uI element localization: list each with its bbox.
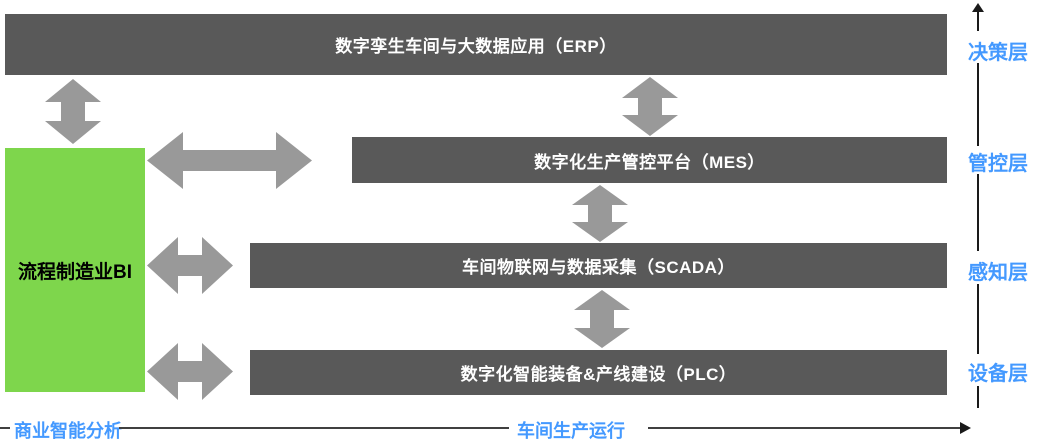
double-arrow-vertical-bi-erp-icon — [45, 79, 101, 144]
bottom-axis-segment — [648, 427, 962, 429]
layer-bar-mes: 数字化生产管控平台（MES） — [352, 137, 947, 183]
bottom-axis-dash — [0, 427, 10, 429]
axis-label-device: 设备层 — [968, 363, 1028, 385]
layer-bar-plc: 数字化智能装备&产线建设（PLC） — [250, 350, 947, 395]
bottom-label-bi-analysis: 商业智能分析 — [14, 421, 122, 440]
bottom-axis-segment — [119, 427, 509, 429]
bi-box: 流程制造业BI — [5, 148, 145, 392]
bi-box-label: 流程制造业BI — [17, 261, 132, 283]
axis-label-perception: 感知层 — [968, 262, 1028, 284]
bottom-label-workshop-operation: 车间生产运行 — [517, 421, 625, 440]
double-arrow-vertical-erp-mes-icon — [622, 77, 678, 136]
double-arrow-vertical-mes-scada-icon — [572, 185, 628, 242]
layer-bar-scada: 车间物联网与数据采集（SCADA） — [250, 243, 947, 288]
axis-label-control: 管控层 — [968, 153, 1028, 175]
axis-segment — [977, 63, 979, 146]
layer-bar-plc-label: 数字化智能装备&产线建设（PLC） — [460, 365, 737, 384]
axis-right-arrowhead-icon — [960, 422, 971, 434]
double-arrow-horizontal-bi-plc-icon — [147, 343, 233, 400]
axis-segment — [977, 11, 979, 31]
axis-up-arrowhead-icon — [972, 3, 984, 12]
double-arrow-vertical-scada-plc-icon — [574, 290, 630, 348]
axis-segment — [977, 174, 979, 251]
layer-bar-scada-label: 车间物联网与数据采集（SCADA） — [462, 258, 735, 277]
axis-segment — [977, 386, 979, 408]
axis-segment — [977, 284, 979, 354]
layer-bar-mes-label: 数字化生产管控平台（MES） — [534, 152, 765, 172]
double-arrow-horizontal-bi-mes-icon — [147, 132, 312, 189]
double-arrow-horizontal-bi-scada-icon — [147, 237, 233, 294]
layer-bar-erp: 数字孪生车间与大数据应用（ERP） — [5, 14, 947, 75]
layer-bar-erp-label: 数字孪生车间与大数据应用（ERP） — [335, 37, 617, 56]
axis-label-decision: 决策层 — [968, 42, 1028, 64]
